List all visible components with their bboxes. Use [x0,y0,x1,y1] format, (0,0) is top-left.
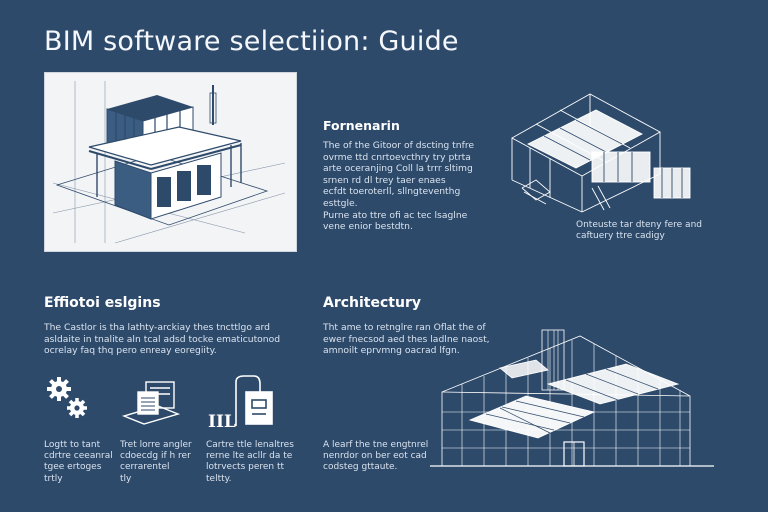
text-line: cdrtre ceeanral [44,451,113,462]
text-line: srnen rd dl trey taer enaes [323,174,446,186]
text-line: codsteg gttaute. [323,462,398,473]
text-line: Cartre ttle lenaltres [206,440,294,450]
text-line: lotrvects peren tt [206,462,285,473]
text-line: Onteuste tar dteny fere and [576,220,702,230]
text-line: amnoilt eprvmng oacrad lfgn. [323,345,460,357]
section-heading-foundation: Fornenarin [323,118,400,133]
section-text-architecture: Tht ame to retnglre ran Oflat the of ewe… [323,322,490,357]
caption-foundation: Onteuste tar dteny fere and caftuery ttr… [576,220,702,242]
text-line: Tret lorre angler [120,440,192,450]
building-isometric-illustration [52,81,286,244]
text-line: Tht ame to retnglre ran Oflat the of [323,322,486,333]
section-heading-efficient: Effiotoi eslgins [44,295,161,311]
gears-icon [47,377,87,418]
text-line: vene enior bestdtn. [323,221,413,233]
caption-icon-1: Logtt to tant cdrtre ceeanral tgee ertog… [44,440,113,485]
page-title: BIM software selectiion: Guide [44,26,459,57]
text-line: tgee ertoges [44,462,102,473]
text-line: tly [120,473,132,484]
text-line: ecfdt toeroterll, sllngteventhg [323,186,461,198]
text-line: ocrelay faq thq pero enreay eoregiity. [44,345,217,357]
caption-architecture: A learf the tne engtnrel nenrdor on ber … [323,440,428,474]
text-line: Logtt to tant [44,440,101,450]
section-heading-architecture: Architectury [323,295,421,311]
section-text-efficient: The Castlor is tha lathty-arckiay thes t… [44,322,280,357]
document-folder-icon [235,375,273,426]
document-stack-icon [121,381,181,425]
text-line: Purne ato ttre ofi ac tec lsaglne [323,209,468,221]
text-line: teltty. [206,473,232,484]
text-line: arte oceranjing Coll la trrr sltimg [323,163,473,175]
wireframe-building-illustration [511,93,691,213]
icon-label-iil: IIL [208,412,236,432]
text-line: caftuery ttre cadigy [576,231,665,242]
text-line: asldaite in tnalite aln tcal adsd tocke … [44,333,281,345]
text-line: cerrarentel [120,462,170,473]
text-line: A learf the tne engtnrel [323,440,429,450]
caption-icon-3: Cartre ttle lenaltres rerne lte acllr da… [206,440,294,485]
text-line: The Castlor is tha lathty-arckiay thes t… [44,322,270,333]
structural-frame-illustration [430,329,714,467]
hero-illustration-panel [44,72,297,252]
caption-icon-2: Tret lorre angler cdoecdg if h rer cerra… [120,440,192,485]
text-line: trtly [44,473,63,484]
text-line: rerne lte acllr da te [206,451,293,462]
text-line: nenrdor on ber eot cad [323,451,427,462]
text-line: cdoecdg if h rer [120,451,191,462]
text-line: The of the Gitoor of dscting tnfre [323,140,475,151]
section-text-foundation: The of the Gitoor of dscting tnfre ovrme… [323,140,474,233]
text-line: esttgle. [323,197,358,209]
text-line: ewer fnecsod aed thes ladlne naost, [323,333,490,345]
text-line: ovrme ttd cnrtoevcthry try ptrta [323,151,471,163]
